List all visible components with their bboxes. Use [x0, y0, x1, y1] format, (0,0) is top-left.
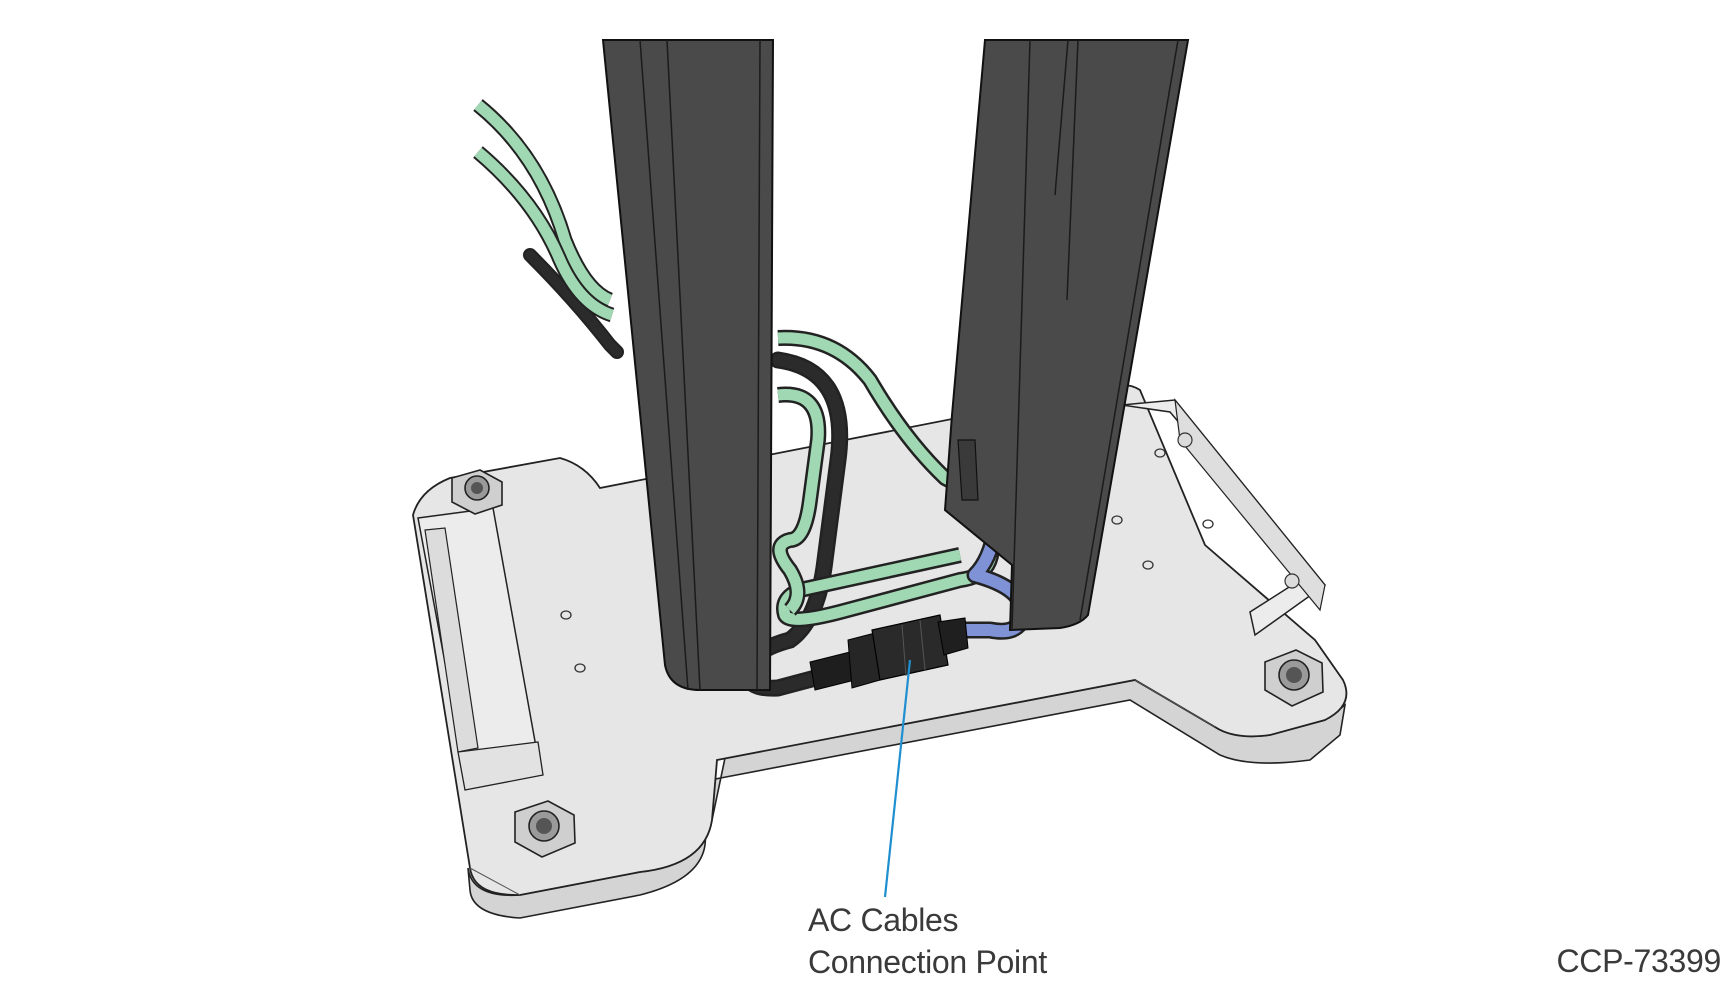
- ac-connector: [809, 614, 969, 691]
- callout-line-2: Connection Point: [808, 944, 1047, 980]
- figure-id: CCP-73399: [1556, 943, 1721, 979]
- left-bracket: [417, 507, 544, 791]
- callout-line-1: AC Cables: [808, 902, 959, 938]
- hex-nut-icon: [1264, 649, 1324, 707]
- hex-nut-icon: [451, 469, 503, 515]
- right-column: [943, 39, 1190, 632]
- left-column: [601, 39, 775, 691]
- hex-nut-icon: [514, 800, 576, 858]
- ac-cables: [473, 99, 1032, 697]
- right-bracket: [1121, 397, 1327, 637]
- callout-label: AC Cables Connection Point: [808, 899, 1047, 983]
- callout-leader-line: [883, 659, 912, 898]
